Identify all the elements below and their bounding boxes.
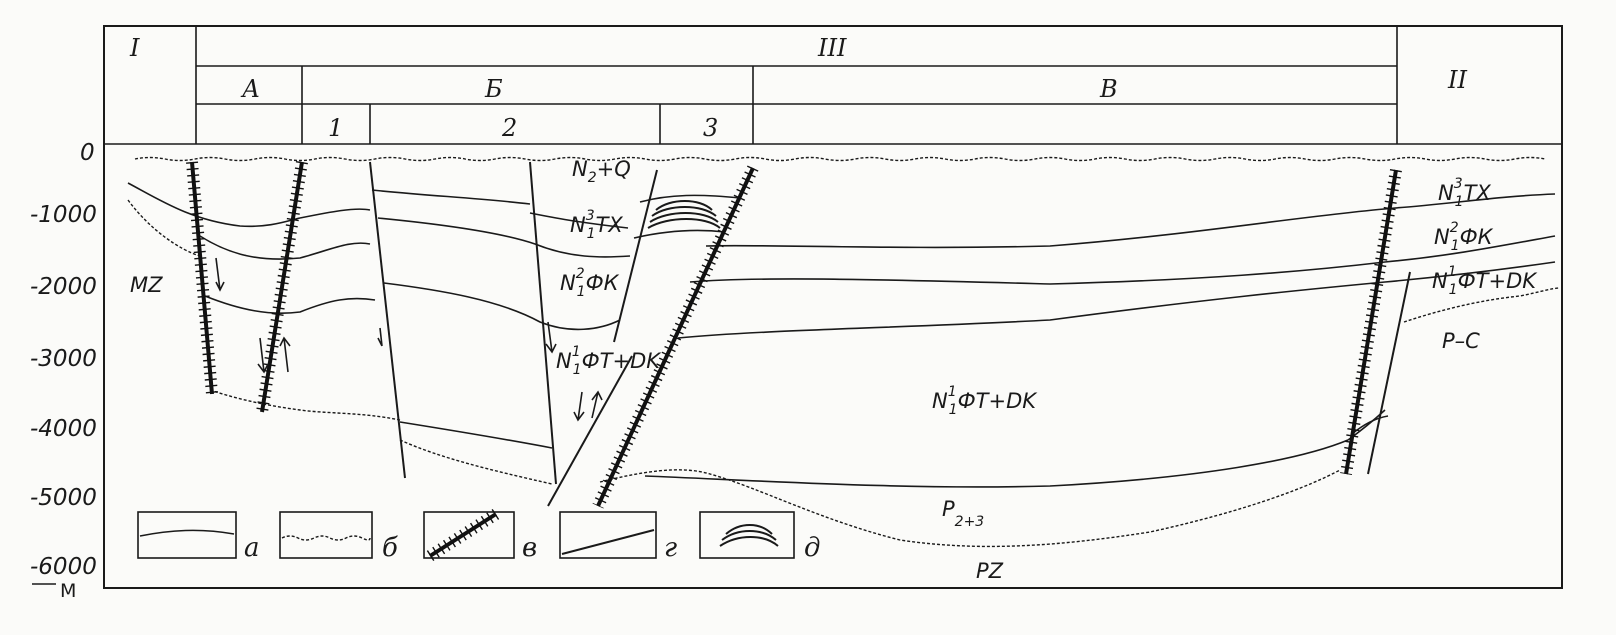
boundary-a-mid [199, 235, 371, 260]
legend-label-g: г [664, 533, 677, 563]
lens-arc-4 [647, 218, 721, 229]
major-fault-v-west-hachure [592, 165, 759, 509]
depth-tick-1000: -1000 [30, 202, 97, 228]
major-fault-a2 [260, 161, 304, 413]
pc-unconformity [1403, 287, 1561, 323]
fault-b-west [369, 161, 406, 479]
arrow-down-b-east [545, 321, 557, 354]
unit-n2q: N2+Q [572, 157, 631, 186]
unconformity-a-base [209, 389, 401, 421]
legend-label-d: д [804, 533, 820, 563]
zone-label-III: III [817, 34, 847, 62]
boundary-v-deep [644, 439, 1349, 488]
major-fault-a1-hachure [186, 161, 218, 395]
legend-box-a [137, 511, 237, 559]
boundary-b-deep [399, 421, 553, 449]
basement-unconformities [127, 199, 1561, 548]
fault-zone3 [613, 169, 658, 343]
boundary-3-mid [633, 229, 726, 239]
zone-label-I: I [129, 34, 140, 62]
unit-pz: PZ [976, 559, 1004, 583]
fault-east [1367, 271, 1411, 475]
unconformity-b-base [399, 439, 553, 485]
legend-symbol-b [281, 535, 371, 541]
boundary-v-ft-base [677, 261, 1556, 339]
depth-tick-3000: -3000 [30, 346, 97, 372]
lens-arc-2 [651, 206, 717, 217]
boundary-v-tx-base [705, 193, 1556, 249]
major-fault-v-east-hachure [1340, 169, 1402, 475]
boundary-v-fk-base [689, 235, 1556, 285]
unit-p23: P2+3 [942, 497, 984, 530]
lens-arc-3 [649, 212, 719, 223]
legend-label-v: в [522, 533, 537, 563]
normal-faults [369, 161, 1411, 507]
arrow-up-a2 [279, 336, 291, 373]
zone-label-II: II [1447, 66, 1467, 94]
boundary-v-deep-3 [1351, 415, 1389, 435]
legend-label-b: б [382, 533, 398, 563]
legend-symbol-g [561, 529, 655, 555]
legend-box-b [279, 511, 373, 559]
legend-label-a: а [244, 533, 260, 563]
unit-pc: P–C [1442, 329, 1480, 353]
stratigraphic-boundaries [127, 182, 1556, 488]
arrow-down-a2 [257, 337, 269, 374]
fault-b-east [529, 161, 557, 485]
depth-axis: 0 -1000 -2000 -3000 -4000 -5000 -6000 М [30, 140, 97, 602]
surface-unconformity [134, 156, 1546, 162]
legend-symbol-d-2 [721, 530, 777, 541]
legend-symbol-d-1 [725, 524, 773, 535]
arrow-up-zone3 [591, 390, 603, 419]
legend-symbol-v-hachure [426, 508, 500, 562]
depth-tick-0: 0 [80, 140, 95, 166]
subzone-label-2: 2 [501, 114, 517, 142]
major-faults [186, 161, 1402, 509]
header-grid: I III II А Б В 1 2 3 [103, 25, 1563, 589]
arrow-b-west [377, 327, 383, 347]
subzone-label-1: 1 [328, 114, 343, 142]
depth-tick-5000: -5000 [30, 485, 97, 511]
displacement-arrows [215, 257, 603, 422]
legend-box-v [423, 511, 515, 559]
zone-label-V: В [1099, 75, 1118, 103]
fault-zone3-lower [547, 355, 633, 507]
zone-label-A: А [240, 75, 260, 103]
legend-symbol-d-3 [719, 536, 779, 547]
legend-symbol-a [139, 529, 235, 537]
zone-label-B: Б [484, 75, 503, 103]
boundary-a-low [204, 295, 376, 315]
arrow-down-a1 [215, 257, 225, 292]
subzone-label-3: 3 [703, 114, 718, 142]
unit-mz: MZ [130, 273, 163, 297]
pz-unconformity [599, 469, 1341, 548]
boundary-b-ft [383, 282, 621, 331]
boundary-b-fk [377, 217, 631, 258]
depth-tick-4000: -4000 [30, 416, 97, 442]
boundary-a-top-2 [299, 208, 371, 219]
depth-tick-6000: -6000 [30, 554, 97, 580]
legend-box-d [699, 511, 795, 559]
boundary-a-top [127, 182, 301, 228]
lens-arc-1 [655, 200, 713, 211]
legend-box-g [559, 511, 657, 559]
arrow-down-zone3 [573, 391, 585, 422]
boundary-b-tx [371, 189, 531, 205]
depth-unit: М [60, 580, 76, 602]
legend: а б в г д [137, 508, 820, 563]
outer-frame [103, 25, 1563, 589]
mz-contact [127, 199, 201, 257]
boundary-b-tx-2 [529, 212, 629, 229]
depth-tick-2000: -2000 [30, 274, 97, 300]
